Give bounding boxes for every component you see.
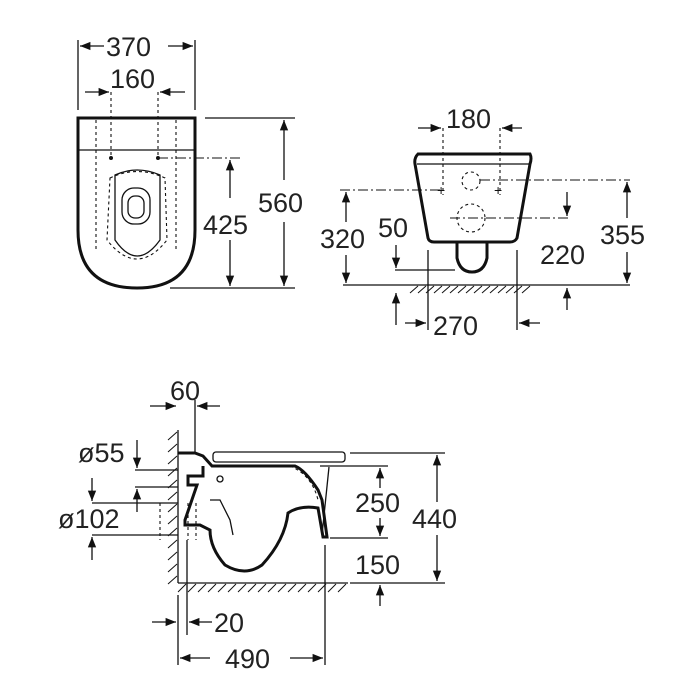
svg-text:+: + [494, 182, 502, 198]
side-view: 60 ø55 ø102 250 440 150 20 490 [58, 376, 457, 674]
front-view: + + 180 320 50 [320, 104, 645, 341]
dim-front-outlet-offset: 50 [378, 213, 408, 243]
dim-top-width: 370 [106, 32, 151, 62]
svg-text:+: + [437, 182, 445, 198]
dim-side-outlet-floor: 150 [355, 550, 400, 580]
top-view: 370 160 560 425 [76, 32, 303, 290]
dim-side-inlet-dia: ø55 [78, 438, 125, 468]
dim-top-fixing: 160 [110, 64, 155, 94]
dim-side-inlet-outlet: 250 [355, 488, 400, 518]
dim-front-fixing-height: 320 [320, 224, 365, 254]
dim-top-depth: 560 [258, 188, 303, 218]
dim-front-height: 355 [600, 220, 645, 250]
dim-front-base: 270 [433, 311, 478, 341]
dim-side-projection: 490 [225, 644, 270, 674]
dim-side-wall-gap: 20 [214, 608, 244, 638]
dim-top-fixing-front: 425 [203, 210, 248, 240]
dim-side-total-height: 440 [412, 504, 457, 534]
dim-front-fixing: 180 [446, 104, 491, 134]
dim-side-outlet-dia: ø102 [58, 504, 120, 534]
dim-front-inlet-offset: 220 [540, 240, 585, 270]
dim-side-wall-offset: 60 [170, 376, 200, 406]
